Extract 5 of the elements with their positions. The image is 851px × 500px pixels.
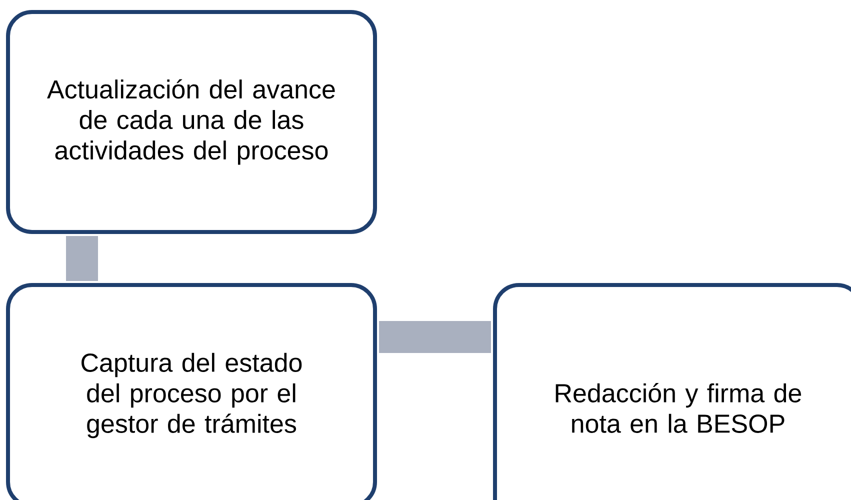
connector-bar: [66, 236, 98, 281]
process-box: Actualización del avance de cada una de las actividades del proceso: [6, 10, 377, 234]
process-box: Captura del estado del proceso por el gestor de trámites: [6, 283, 377, 500]
process-box: Redacción y firma de nota en la BESOP: [493, 283, 851, 500]
connector-bar: [379, 321, 491, 353]
